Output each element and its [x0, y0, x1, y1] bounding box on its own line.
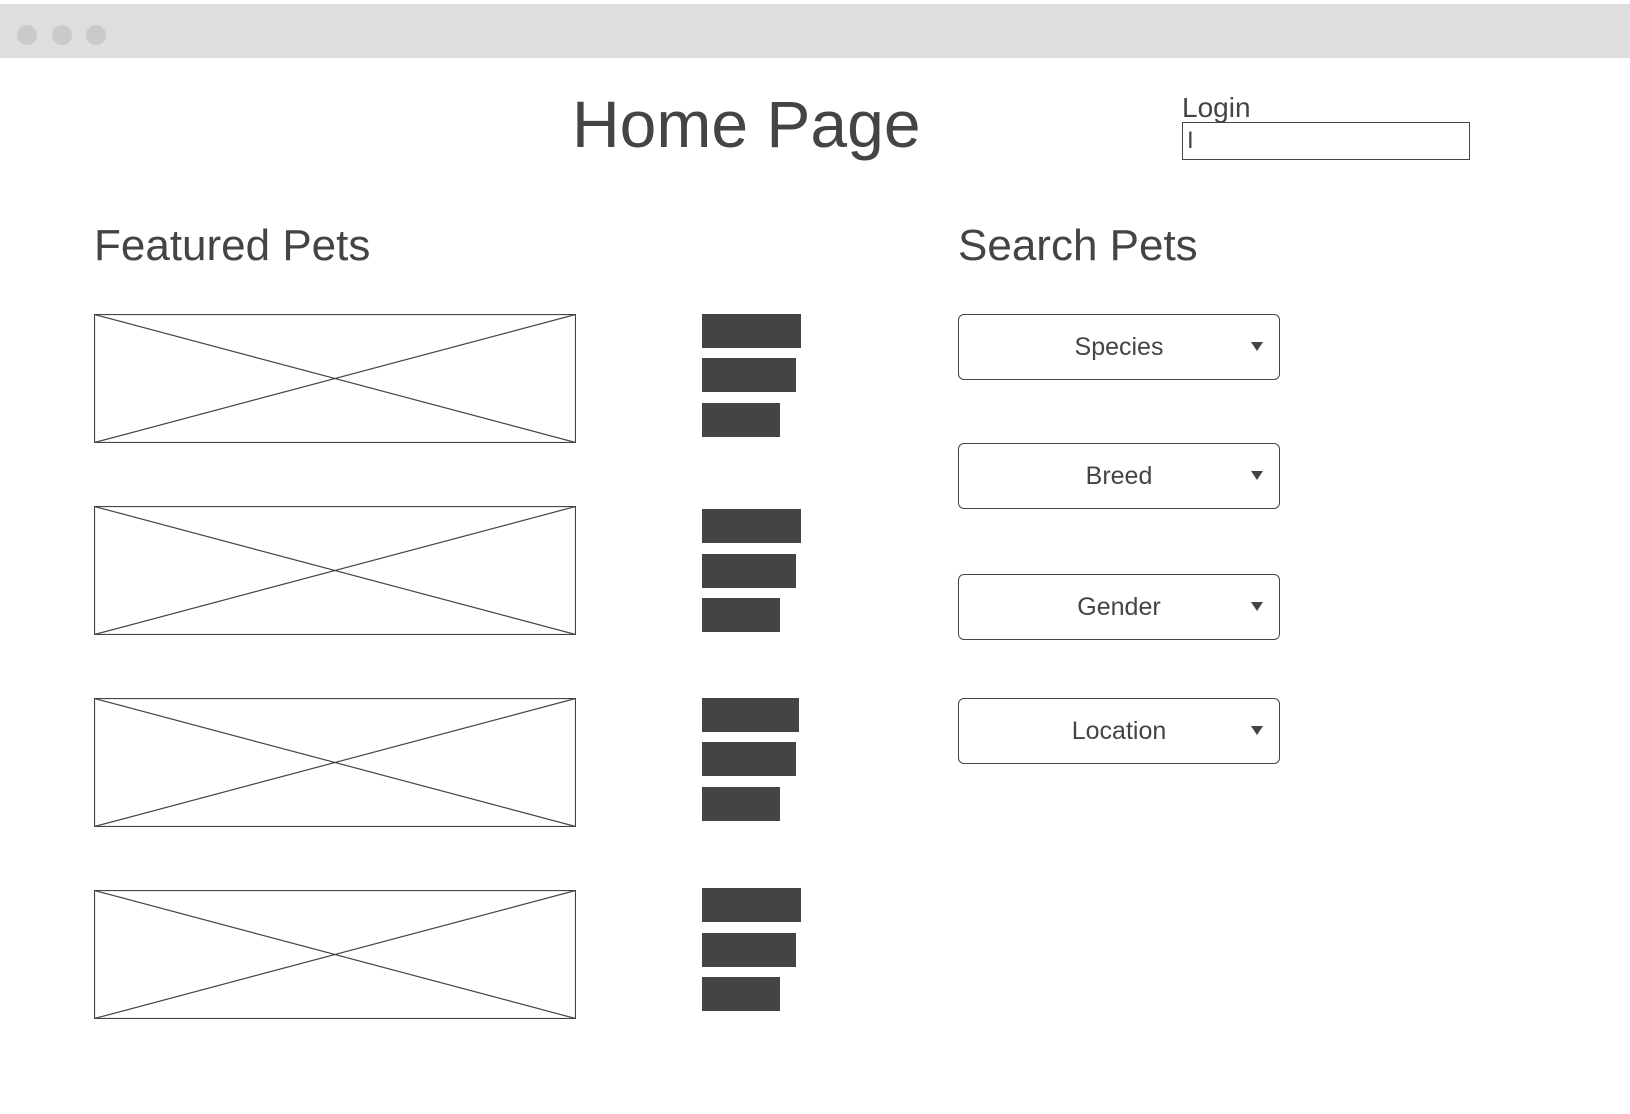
featured-pet-1-image-placeholder-icon[interactable]	[94, 314, 576, 443]
login-input[interactable]	[1182, 122, 1470, 160]
species-dropdown-label: Species	[1074, 332, 1164, 361]
featured-pet-3-image-placeholder-icon[interactable]	[94, 698, 576, 827]
location-dropdown-label: Location	[1071, 716, 1167, 745]
breed-dropdown[interactable]: Breed	[958, 443, 1280, 509]
featured-pet-2-text-line-2	[702, 554, 796, 588]
featured-pet-2-text-line-1	[702, 509, 801, 543]
featured-pet-4-text-line-1	[702, 888, 801, 922]
location-dropdown[interactable]: Location	[958, 698, 1280, 764]
featured-pet-2-image-placeholder-icon[interactable]	[94, 506, 576, 635]
gender-dropdown[interactable]: Gender	[958, 574, 1280, 640]
featured-pets-title: Featured Pets	[94, 221, 371, 270]
featured-pet-3-text-line-1	[702, 698, 799, 732]
zoom-dot-icon[interactable]	[86, 25, 106, 45]
close-dot-icon[interactable]	[17, 25, 37, 45]
minimize-dot-icon[interactable]	[52, 25, 72, 45]
window-titlebar	[0, 4, 1630, 58]
chevron-down-icon[interactable]	[1251, 726, 1263, 735]
search-pets-title: Search Pets	[958, 221, 1198, 270]
chevron-down-icon[interactable]	[1251, 342, 1263, 351]
chevron-down-icon[interactable]	[1251, 471, 1263, 480]
breed-dropdown-label: Breed	[1085, 461, 1153, 490]
gender-dropdown-label: Gender	[1077, 592, 1161, 621]
species-dropdown[interactable]: Species	[958, 314, 1280, 380]
featured-pet-4-image-placeholder-icon[interactable]	[94, 890, 576, 1019]
featured-pet-4-text-line-3	[702, 977, 780, 1011]
featured-pet-3-text-line-2	[702, 742, 796, 776]
featured-pet-1-text-line-1	[702, 314, 801, 348]
featured-pet-1-text-line-3	[702, 403, 780, 437]
login-label: Login	[1182, 92, 1251, 123]
featured-pet-1-text-line-2	[702, 358, 796, 392]
chevron-down-icon[interactable]	[1251, 602, 1263, 611]
featured-pet-3-text-line-3	[702, 787, 780, 821]
featured-pet-2-text-line-3	[702, 598, 780, 632]
page-title: Home Page	[572, 87, 921, 161]
featured-pet-4-text-line-2	[702, 933, 796, 967]
